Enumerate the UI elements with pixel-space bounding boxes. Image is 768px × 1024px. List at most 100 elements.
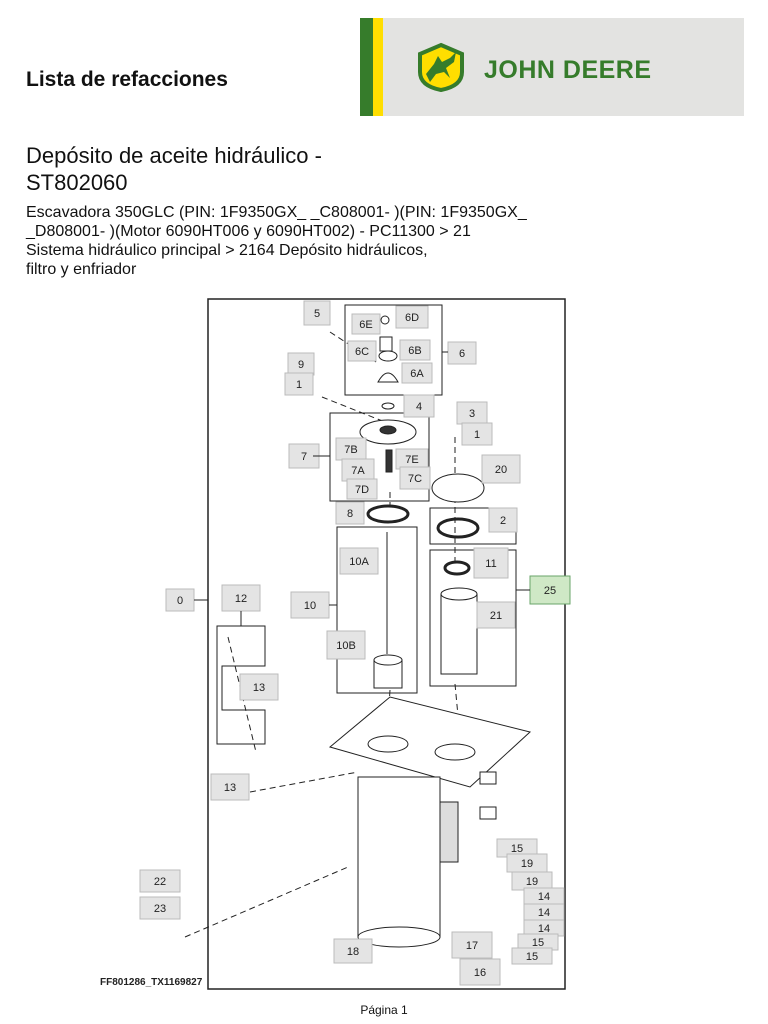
callout-box: [488, 507, 518, 533]
callout-box: [481, 454, 521, 484]
callout-label: 6E: [359, 319, 372, 331]
callout-label: 6B: [408, 345, 421, 357]
subtitle-line: Escavadora 350GLC (PIN: 1F9350GX_ _C8080…: [26, 204, 527, 221]
callout-label: 10A: [349, 556, 369, 568]
callout-label: 15: [511, 843, 523, 855]
document-title: Lista de refacciones: [26, 68, 228, 91]
callout-box: [401, 362, 433, 384]
callout-box: [333, 938, 373, 964]
ring-11: [443, 560, 471, 576]
callout-label: 14: [538, 907, 550, 919]
callout-label: 7C: [408, 473, 422, 485]
cover-plate-7: [359, 419, 417, 473]
callout-box: [284, 372, 314, 396]
brand-yellow-stripe: [373, 18, 383, 116]
callout-label: 16: [474, 967, 486, 979]
filter-element-21: [440, 587, 478, 675]
filter-cap-assembly-6: [377, 315, 399, 410]
callout-box: [476, 601, 516, 629]
callout-label: 21: [490, 610, 502, 622]
callout-label: 6D: [405, 312, 419, 324]
callout-label: 7: [301, 451, 307, 463]
callout-label: 10: [304, 600, 316, 612]
group-box-6: [344, 304, 443, 396]
section-title-line1: Depósito de aceite hidráulico -: [26, 143, 322, 168]
callout-label: 8: [347, 508, 353, 520]
callout-box: [335, 501, 365, 525]
callout-box: [139, 896, 181, 920]
callout-label: 15: [526, 951, 538, 963]
callout-label: 9: [298, 359, 304, 371]
callout-label: 13: [253, 682, 265, 694]
group-box-7: [329, 412, 430, 502]
callout-label: 2: [500, 515, 506, 527]
callout-box: [459, 958, 501, 986]
figure-id: FF801286_TX1169827: [100, 977, 203, 988]
callout-label: 15: [532, 937, 544, 949]
callout-labels: 5 6E 6D 6C 6B 6 9 1 6A 4 3 1 7B 7 7E 7A …: [139, 300, 571, 986]
callout-box: [511, 947, 553, 965]
page-number: Página 1: [360, 1003, 408, 1017]
callout-box: [239, 673, 279, 701]
callout-box: [399, 466, 431, 490]
diagram-frame: [207, 298, 566, 990]
callout-box-highlight: [529, 575, 571, 605]
brand-name: JOHN DEERE: [484, 56, 652, 84]
callout-label: 11: [485, 558, 496, 570]
callout-label: 12: [235, 593, 247, 605]
callout-box: [403, 394, 435, 418]
callout-label: 0: [177, 595, 183, 607]
callout-box: [326, 630, 366, 660]
callout-label: 7E: [405, 454, 418, 466]
strainer-10b: [373, 654, 403, 689]
hydraulic-tank: [328, 696, 532, 948]
callout-box: [451, 931, 493, 959]
callout-box: [399, 339, 431, 361]
callout-label: 14: [538, 923, 550, 935]
brand-green-stripe: [360, 18, 373, 116]
callout-label: 7A: [351, 465, 365, 477]
callout-box: [210, 773, 250, 801]
callout-label: 5: [314, 308, 320, 320]
callout-label: 22: [154, 876, 166, 888]
section-title-line2: ST802060: [26, 170, 128, 195]
callout-box: [139, 869, 181, 893]
callout-box: [473, 547, 509, 579]
callout-label: 3: [469, 408, 475, 420]
callout-box: [303, 300, 331, 326]
section-subtitle: Escavadora 350GLC (PIN: 1F9350GX_ _C8080…: [26, 203, 527, 279]
callout-label: 18: [347, 946, 359, 958]
callout-label: 6: [459, 348, 465, 360]
callout-label: 17: [466, 940, 478, 952]
callout-label: 1: [474, 429, 480, 441]
callout-label: 20: [495, 464, 507, 476]
callout-box: [447, 341, 477, 365]
group-box-25: [429, 549, 517, 687]
callout-box: [339, 547, 379, 575]
callout-label: 25: [544, 585, 556, 597]
callout-label: 14: [538, 891, 550, 903]
leader-lines: [194, 351, 530, 626]
subtitle-line: Sistema hidráulico principal > 2164 Depó…: [26, 242, 428, 259]
callout-label: 6A: [410, 368, 424, 380]
callout-box: [347, 340, 377, 362]
callout-box: [290, 591, 330, 619]
oring-8: [366, 504, 410, 524]
callout-label: 6C: [355, 346, 369, 358]
callout-box: [461, 422, 493, 446]
callout-box: [351, 313, 381, 335]
exploded-parts-diagram: 5 6E 6D 6C 6B 6 9 1 6A 4 3 1 7B 7 7E 7A …: [100, 298, 571, 990]
gasket-2: [436, 517, 480, 539]
john-deere-logo-banner: JOHN DEERE: [360, 18, 744, 116]
callout-label: 1: [296, 379, 302, 391]
callout-label: 23: [154, 903, 166, 915]
callout-label: 7B: [344, 444, 357, 456]
callout-box: [395, 305, 429, 329]
cover-20: [431, 473, 485, 503]
callout-label: 13: [224, 782, 236, 794]
callout-label: 19: [521, 858, 533, 870]
callout-label: 10B: [336, 640, 356, 652]
callout-box: [346, 478, 378, 500]
subtitle-line: _D808001- )(Motor 6090HT006 y 6090HT002)…: [26, 223, 471, 240]
callout-label: 19: [526, 876, 538, 888]
